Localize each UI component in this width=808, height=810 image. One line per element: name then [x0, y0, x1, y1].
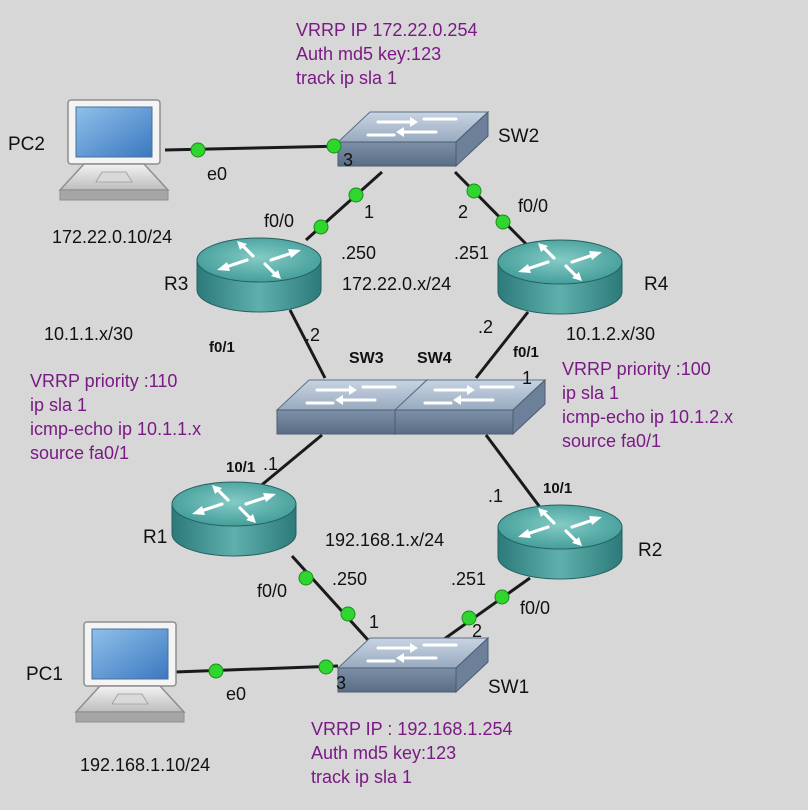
- sw-bold-names: SW3 SW4: [349, 350, 452, 367]
- port-labels: e0 3 1 2 f0/0 f0/0 .250 .251 .2 .2 1 .1 …: [207, 150, 550, 704]
- port-dot: [466, 183, 482, 199]
- sw1-port-1: 1: [369, 612, 379, 632]
- r2-port-10-1: 10/1: [543, 480, 572, 497]
- r1-ip-250: .250: [332, 569, 367, 589]
- sw2-switch-icon[interactable]: [336, 110, 490, 168]
- pc2-laptop-icon[interactable]: [59, 99, 169, 201]
- config-text: VRRP IP 172.22.0.254 Auth md5 key:123 tr…: [30, 20, 733, 787]
- device-names: PC2 PC1 SW2 SW1 R3 R4 R1 R2: [8, 126, 669, 698]
- r4-ip-251: .251: [454, 243, 489, 263]
- subnet-top: 172.22.0.x/24: [342, 274, 451, 294]
- r3-name: R3: [164, 274, 188, 295]
- sw2-name: SW2: [498, 126, 539, 147]
- port-dot: [298, 570, 314, 586]
- pc1-laptop-icon[interactable]: [75, 621, 185, 723]
- r3-vrrp-line: icmp-echo ip 10.1.1.x: [30, 419, 201, 439]
- pc1-ip: 192.168.1.10/24: [80, 755, 210, 775]
- port-dot: [318, 659, 334, 675]
- sw1-switch-icon[interactable]: [336, 636, 490, 694]
- r4-ip-2: .2: [478, 317, 493, 337]
- sw1-vrrp-line: VRRP IP : 192.168.1.254: [311, 719, 512, 739]
- port-dot: [348, 187, 364, 203]
- link-r1-sw1: [290, 554, 370, 642]
- r4-router-icon[interactable]: [496, 238, 624, 316]
- r3-router-icon[interactable]: [195, 236, 323, 314]
- r1-port-f00: f0/0: [257, 581, 287, 601]
- sw2-vrrp-line: Auth md5 key:123: [296, 44, 441, 64]
- r3-ip-250: .250: [341, 243, 376, 263]
- sw1-name: SW1: [488, 677, 529, 698]
- r2-ip-251: .251: [451, 569, 486, 589]
- sw1-vrrp-line: Auth md5 key:123: [311, 743, 456, 763]
- r4-vrrp-line: icmp-echo ip 10.1.2.x: [562, 407, 733, 427]
- r1-name: R1: [143, 527, 167, 548]
- port-dots: [190, 138, 511, 679]
- r4-port-f01: f0/1: [513, 344, 539, 361]
- sw2-port-2: 2: [458, 202, 468, 222]
- port-dot: [190, 142, 206, 158]
- link-sw4-r2: [484, 434, 544, 511]
- r4-vrrp-line: source fa0/1: [562, 431, 661, 451]
- port-dot: [461, 610, 477, 626]
- r1-ip-1: .1: [263, 454, 278, 474]
- r1-router-icon[interactable]: [170, 480, 298, 558]
- subnet-r4-link: 10.1.2.x/30: [566, 324, 655, 344]
- r4-vrrp-line: VRRP priority :100: [562, 359, 711, 379]
- ip-labels: 172.22.0.10/24 192.168.1.10/24 172.22.0.…: [44, 227, 655, 775]
- sw1-port-2: 2: [472, 621, 482, 641]
- pc1-port-e0: e0: [226, 684, 246, 704]
- pc2-ip: 172.22.0.10/24: [52, 227, 172, 247]
- link-r2-sw1: [439, 576, 531, 644]
- link-sw3-r1: [257, 433, 323, 490]
- subnet-bottom: 192.168.1.x/24: [325, 530, 444, 550]
- r3-vrrp-line: ip sla 1: [30, 395, 87, 415]
- port-dot: [495, 214, 511, 230]
- port-dot: [313, 219, 329, 235]
- link-r3-sw3: [288, 309, 327, 379]
- r4-vrrp-line: ip sla 1: [562, 383, 619, 403]
- link-sw2-r4: [453, 170, 532, 250]
- pc2-name: PC2: [8, 134, 45, 155]
- bold-port-labels: f0/1 f0/1 10/1 10/1: [209, 339, 572, 497]
- sw2-port-1: 1: [364, 202, 374, 222]
- links: [164, 144, 544, 674]
- r1-port-10-1: 10/1: [226, 459, 255, 476]
- r3-port-f00: f0/0: [264, 211, 294, 231]
- r4-port-f00: f0/0: [518, 196, 548, 216]
- subnet-r3-link: 10.1.1.x/30: [44, 324, 133, 344]
- sw4-port-1: 1: [522, 368, 532, 388]
- port-dot: [494, 589, 510, 605]
- r3-ip-2: .2: [305, 325, 320, 345]
- sw2-vrrp-line: VRRP IP 172.22.0.254: [296, 20, 477, 40]
- sw2-vrrp-line: track ip sla 1: [296, 68, 397, 88]
- port-dot: [340, 606, 356, 622]
- sw2-port-3: 3: [343, 150, 353, 170]
- r3-vrrp-line: source fa0/1: [30, 443, 129, 463]
- sw4-name: SW4: [417, 350, 452, 367]
- r2-router-icon[interactable]: [496, 503, 624, 581]
- sw1-vrrp-line: track ip sla 1: [311, 767, 412, 787]
- link-pc1-sw1: [174, 664, 339, 674]
- pc1-name: PC1: [26, 664, 63, 685]
- r2-name: R2: [638, 540, 662, 561]
- r3-vrrp-line: VRRP priority :110: [30, 371, 177, 391]
- port-dot: [208, 663, 224, 679]
- link-r4-sw4: [474, 311, 530, 379]
- r3-port-f01: f0/1: [209, 339, 235, 356]
- r2-ip-1: .1: [488, 486, 503, 506]
- sw3-name: SW3: [349, 350, 384, 367]
- r4-name: R4: [644, 274, 669, 295]
- pc2-port-e0: e0: [207, 164, 227, 184]
- r2-port-f00: f0/0: [520, 598, 550, 618]
- sw1-port-3: 3: [336, 673, 346, 693]
- port-dot: [326, 138, 342, 154]
